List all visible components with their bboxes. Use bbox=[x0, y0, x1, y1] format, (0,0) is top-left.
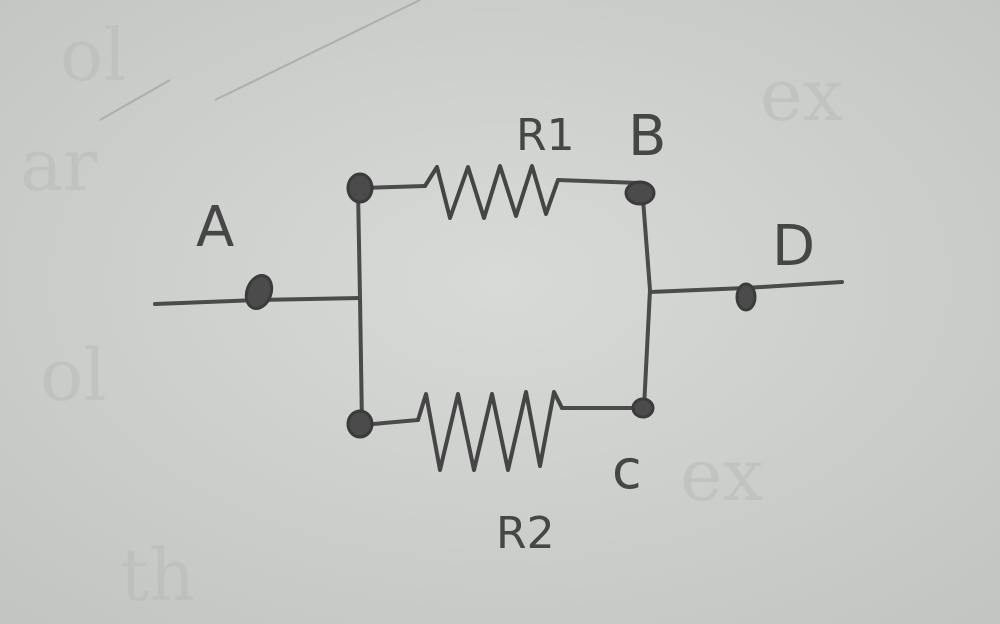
svg-text:ex: ex bbox=[680, 433, 763, 517]
svg-text:ar: ar bbox=[20, 123, 98, 207]
node-bottom-left bbox=[346, 409, 374, 439]
node-b bbox=[624, 180, 656, 206]
svg-text:ol: ol bbox=[60, 13, 126, 97]
label-a: A bbox=[196, 195, 234, 260]
label-r1: R1 bbox=[516, 110, 575, 161]
node-top-left bbox=[346, 172, 374, 204]
svg-text:th: th bbox=[120, 533, 195, 617]
label-b: B bbox=[628, 104, 666, 169]
wire-top-right bbox=[556, 178, 642, 185]
paper-texture: ol ar ex ol ex th bbox=[20, 0, 843, 617]
wire-left-bus bbox=[356, 188, 364, 427]
resistor-r2 bbox=[416, 390, 564, 472]
svg-text:ex: ex bbox=[760, 53, 843, 137]
label-c: c bbox=[612, 438, 642, 501]
terminal-a bbox=[244, 274, 274, 310]
terminal-d bbox=[735, 282, 757, 312]
label-d: D bbox=[772, 214, 815, 279]
resistor-r1 bbox=[423, 164, 560, 220]
svg-text:ol: ol bbox=[40, 333, 106, 417]
node-c bbox=[631, 397, 655, 419]
label-r2: R2 bbox=[496, 508, 555, 559]
